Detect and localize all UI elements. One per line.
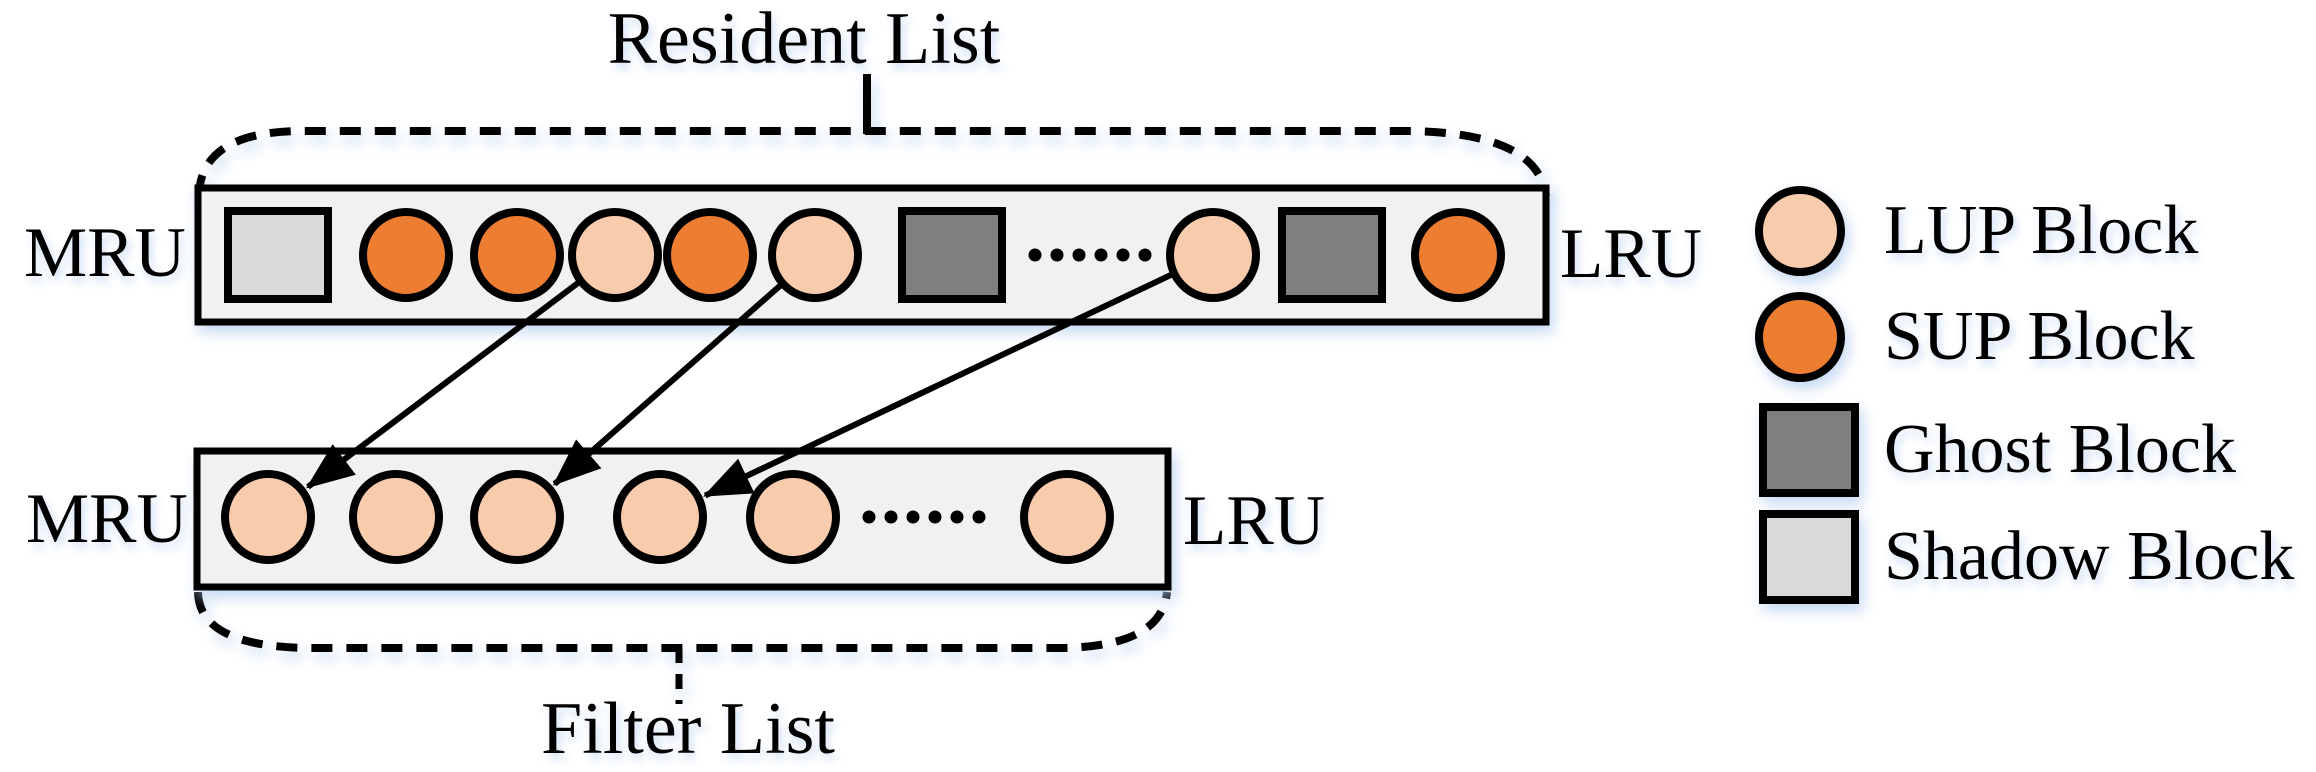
lup-block — [470, 470, 564, 564]
ellipsis-dot — [1138, 248, 1152, 262]
legend-swatches — [1755, 186, 1859, 604]
legend-label-sup: SUP Block — [1884, 298, 2195, 375]
filter-lru-label: LRU — [1183, 482, 1325, 560]
shadow-block — [224, 207, 332, 303]
sup-block — [470, 208, 564, 302]
ghost-block — [898, 207, 1006, 303]
sup-block — [663, 208, 757, 302]
ellipsis-dot — [1028, 248, 1042, 262]
filter-brace-path — [194, 591, 1171, 652]
ellipsis-dot — [972, 510, 986, 524]
legend-swatch-lup — [1755, 186, 1845, 276]
resident-list-title: Resident List — [607, 0, 1001, 80]
ghost-block — [1278, 207, 1386, 303]
ellipsis-dot — [1094, 248, 1108, 262]
demotion-arrow — [552, 283, 783, 487]
ellipsis-dot — [1050, 248, 1064, 262]
demotion-arrow — [703, 271, 1173, 499]
sup-block — [1411, 208, 1505, 302]
filter-list-blocks — [221, 470, 1114, 564]
ellipsis-dots — [1028, 248, 1152, 262]
resident-list-blocks — [224, 207, 1505, 303]
lup-block — [613, 470, 707, 564]
ellipsis-dot — [1116, 248, 1130, 262]
filter-list-brace — [194, 591, 1171, 704]
legend-swatch-ghost — [1759, 403, 1859, 497]
filter-list-title: Filter List — [541, 688, 835, 770]
legend-label-lup: LUP Block — [1884, 192, 2199, 269]
lup-block — [568, 208, 662, 302]
ellipsis-dot — [1072, 248, 1086, 262]
resident-list-brace — [195, 74, 1550, 197]
demotion-arrow — [305, 280, 581, 490]
legend-label-ghost: Ghost Block — [1884, 411, 2236, 488]
lup-block — [221, 470, 315, 564]
ellipsis-dot — [862, 510, 876, 524]
resident-brace-path — [195, 127, 1550, 197]
legend-swatch-sup — [1755, 292, 1845, 382]
legend-swatch-shadow — [1759, 510, 1859, 604]
resident-lru-label: LRU — [1560, 215, 1702, 293]
lup-block — [746, 470, 840, 564]
ellipsis-dots — [862, 510, 986, 524]
sup-block — [359, 208, 453, 302]
lup-block — [349, 470, 443, 564]
lup-block — [1166, 208, 1260, 302]
lup-block — [768, 208, 862, 302]
demotion-arrows — [305, 271, 1173, 499]
lup-block — [1020, 470, 1114, 564]
ellipsis-dot — [950, 510, 964, 524]
resident-mru-label: MRU — [24, 214, 186, 292]
legend-label-shadow: Shadow Block — [1884, 518, 2295, 595]
ellipsis-dot — [884, 510, 898, 524]
filter-mru-label: MRU — [26, 480, 188, 558]
ellipsis-dot — [906, 510, 920, 524]
ellipsis-dot — [928, 510, 942, 524]
